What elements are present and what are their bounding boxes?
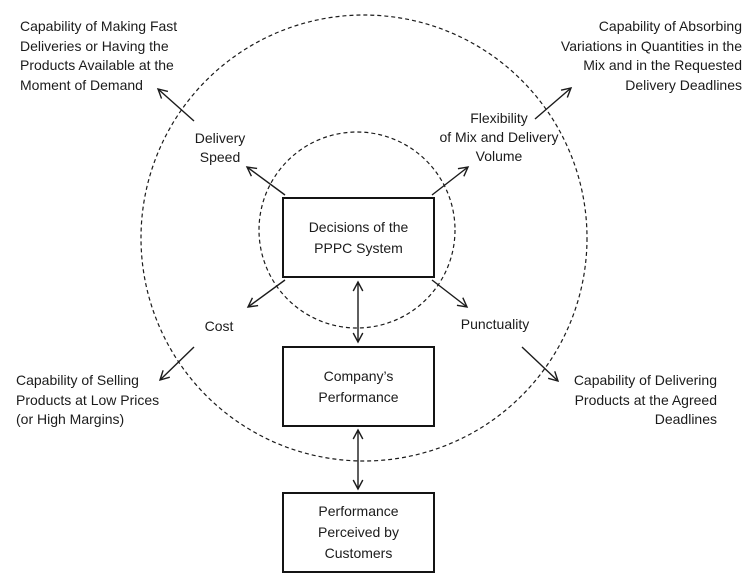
caption-capability-low-prices: Capability of Selling Products at Low Pr…: [16, 372, 160, 427]
arrow-to-capability-bottom-right: [521, 346, 560, 383]
decisions-box: Decisions of the PPPC System: [282, 197, 435, 278]
label-delivery-speed: Delivery Speed: [194, 130, 246, 165]
caption-capability-agreed-deadlines: Capability of Delivering Products at the…: [573, 372, 717, 427]
label-flexibility: Flexibility of Mix and Delivery Volume: [439, 110, 559, 164]
inner-dashed-circle: [258, 131, 456, 329]
caption-capability-fast-deliveries: Capability of Making Fast Deliveries or …: [20, 18, 178, 93]
arrow-decisions-to-punctuality: [431, 279, 469, 308]
outer-dashed-circle: [140, 14, 588, 462]
arrow-decisions-to-flexibility: [431, 166, 470, 196]
arrow-decisions-to-delivery-speed: [245, 166, 286, 196]
arrow-to-capability-top-left: [156, 88, 195, 122]
arrow-to-capability-top-right: [534, 87, 573, 120]
caption-capability-absorbing-variations: Capability of Absorbing Variations in Qu…: [560, 18, 742, 93]
perceived-performance-box: Performance Perceived by Customers: [282, 492, 435, 573]
arrow-decisions-to-cost: [246, 279, 286, 308]
company-performance-box: Company’s Performance: [282, 346, 435, 427]
arrow-to-capability-bottom-left: [158, 346, 195, 382]
label-cost: Cost: [204, 318, 234, 334]
label-punctuality: Punctuality: [460, 316, 530, 332]
